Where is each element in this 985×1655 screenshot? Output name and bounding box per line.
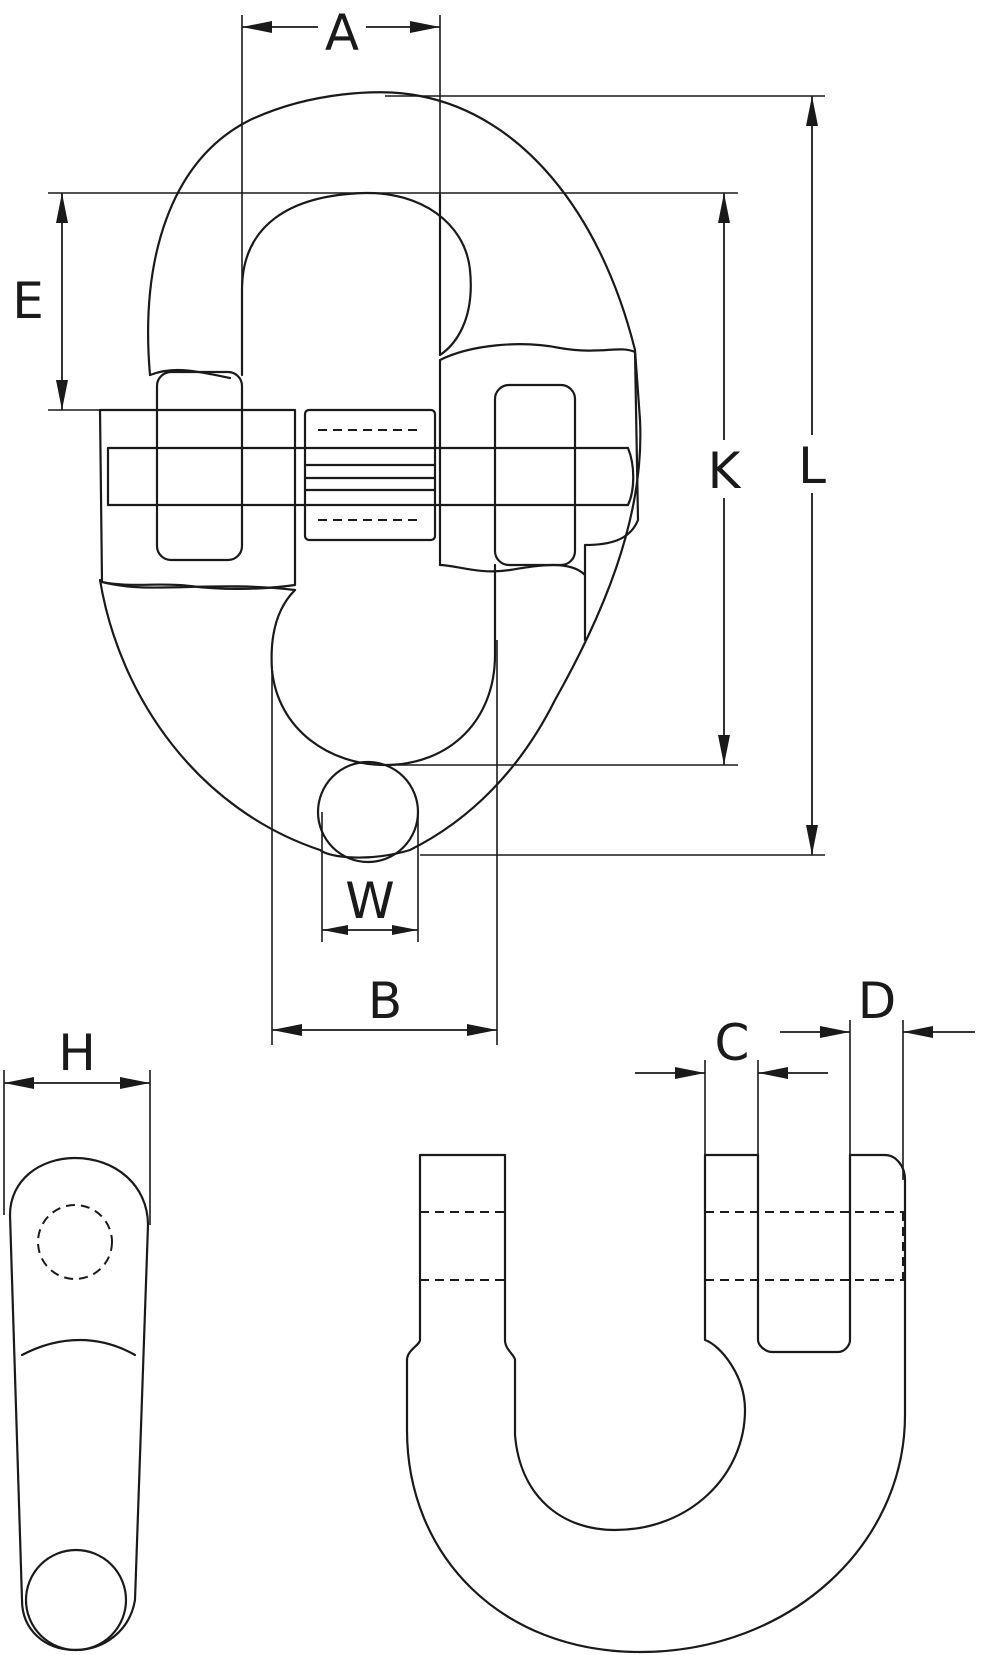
dimension-label-k: K <box>708 442 742 500</box>
right-pin-pocket <box>493 383 577 567</box>
through-pin <box>106 446 635 507</box>
right-hatched-body <box>438 343 640 577</box>
dimension-label-w: W <box>345 872 394 930</box>
left-pin-pocket <box>155 370 244 562</box>
dimension-label-c: C <box>715 1014 750 1072</box>
upper-inner-loop <box>240 191 472 377</box>
dimension-label-a: A <box>325 4 359 62</box>
side-view: H <box>3 1024 151 1652</box>
dimension-label-l: L <box>798 437 826 495</box>
dimension-label-d: D <box>858 972 897 1030</box>
left-hatched-body <box>98 408 297 590</box>
side-view-outline <box>8 1156 150 1652</box>
dimension-label-b: B <box>368 972 402 1030</box>
outer-link-contour <box>98 91 642 859</box>
break-line-lower-left <box>100 580 297 592</box>
side-view-pin-hole <box>37 1204 113 1280</box>
side-view-arc <box>20 1338 137 1357</box>
break-line-upper-left <box>148 368 232 380</box>
side-view-round-section <box>24 1548 128 1652</box>
front-view <box>98 91 642 864</box>
lower-inner-loop <box>270 563 497 767</box>
bottom-round-section <box>316 760 420 864</box>
center-bushing <box>303 408 437 542</box>
dimension-label-h: H <box>58 1024 96 1082</box>
half-link-view: C D <box>405 972 975 1654</box>
front-view-dimensions: A L K E W B <box>12 2 840 1045</box>
half-link-outline <box>405 1153 907 1654</box>
dimension-label-e: E <box>12 272 44 330</box>
